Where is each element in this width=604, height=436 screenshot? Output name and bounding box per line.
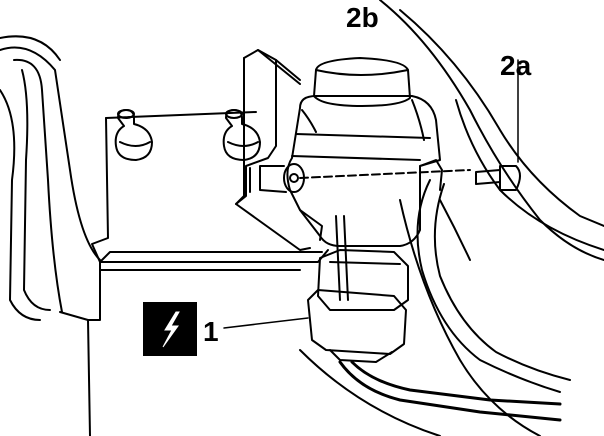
body-panel xyxy=(0,35,101,436)
body-curves-right xyxy=(99,0,604,436)
callout-1-label: 1 xyxy=(203,316,219,347)
mounting-plate xyxy=(91,111,329,263)
stud-left xyxy=(114,109,153,161)
bracket xyxy=(235,49,311,251)
callout-2a-label: 2a xyxy=(500,50,532,81)
electrical-hazard-lightning-icon xyxy=(143,302,197,356)
valve-2b xyxy=(259,57,443,247)
connector-1 xyxy=(223,215,562,422)
callout-2b-label: 2b xyxy=(346,2,379,33)
stud-right xyxy=(222,109,261,161)
bolt-2a xyxy=(299,59,521,191)
hoses xyxy=(416,179,571,393)
